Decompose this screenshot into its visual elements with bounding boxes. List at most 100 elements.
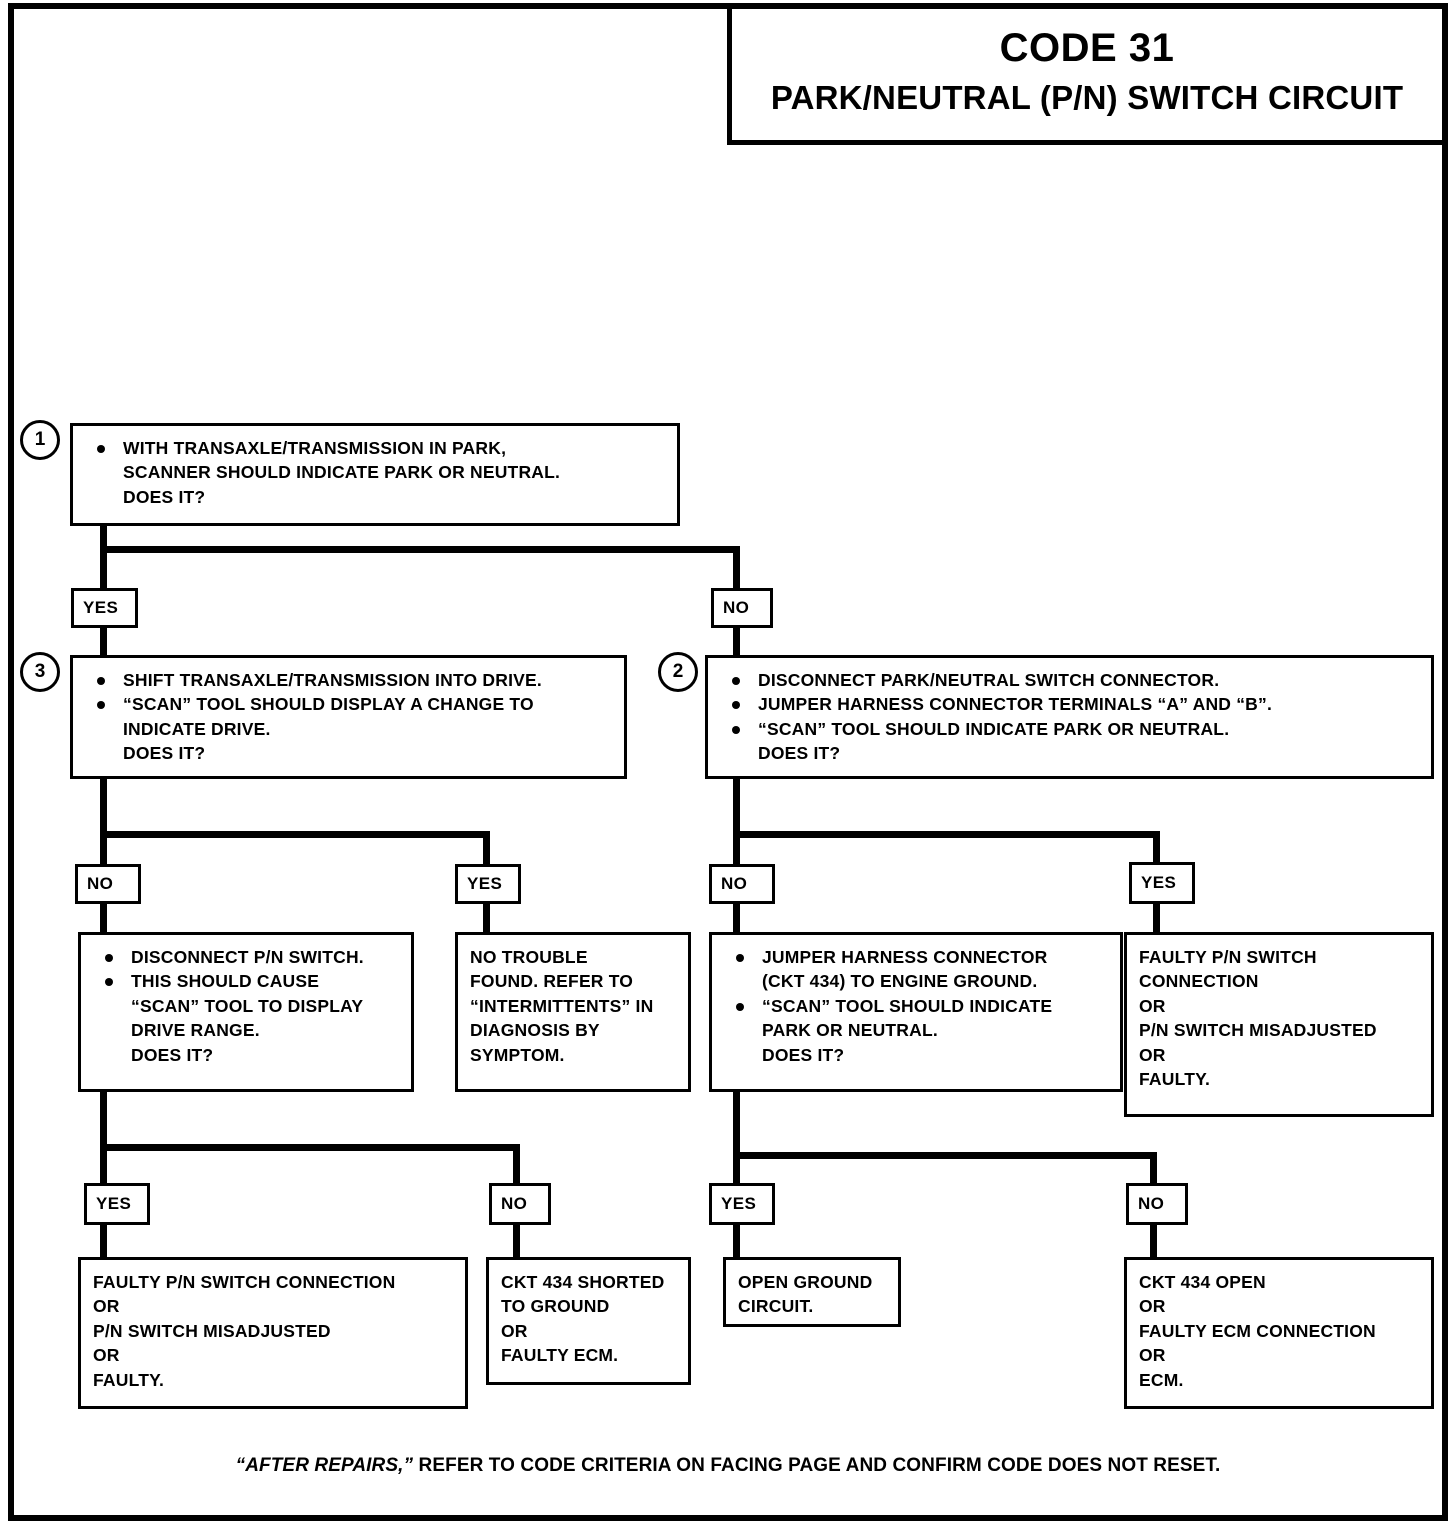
box-ckt434-open-line-5: ECM. <box>1139 1369 1184 1390</box>
box-faulty-pn-right-line-6: FAULTY. <box>1139 1069 1211 1090</box>
connector-step2-to-no <box>733 831 740 866</box>
box-jumper-ground-line-2: (CKT 434) TO ENGINE GROUND. <box>762 971 1038 992</box>
connector-step3-to-yes <box>483 831 490 866</box>
footer-note: “AFTER REPAIRS,” REFER TO CODE CRITERIA … <box>0 1455 1456 1477</box>
connector-jumper-to-no <box>1150 1152 1157 1184</box>
box-disconnect-pn-line-3: “SCAN” TOOL TO DISPLAY <box>131 995 364 1016</box>
connector-jumper-to-yes <box>733 1152 740 1184</box>
branch-label-step3-no: NO <box>75 864 141 904</box>
box-disconnect-pn-line-2: THIS SHOULD CAUSE <box>93 970 401 993</box>
connector-step1-bar <box>100 546 740 553</box>
connector-disconnect-bar <box>100 1144 520 1151</box>
box-faulty-pn-switch-left: FAULTY P/N SWITCH CONNECTION OR P/N SWIT… <box>78 1257 468 1409</box>
box-disconnect-pn-line-4: DRIVE RANGE. <box>131 1020 260 1041</box>
connector-step1-to-no <box>733 546 740 590</box>
box-jumper-ground-line-3: “SCAN” TOOL SHOULD INDICATE <box>724 995 1110 1018</box>
box-ckt434-open-line-3: FAULTY ECM CONNECTION <box>1139 1320 1376 1341</box>
box-open-ground-line-2: CIRCUIT. <box>738 1296 814 1317</box>
box-ckt434-open-line-1: CKT 434 OPEN <box>1139 1272 1266 1292</box>
branch-label-disconnect-yes: YES <box>84 1183 150 1225</box>
footer-note-rest: REFER TO CODE CRITERIA ON FACING PAGE AN… <box>413 1455 1221 1476</box>
title-block: CODE 31 PARK/NEUTRAL (P/N) SWITCH CIRCUI… <box>727 3 1442 145</box>
box-step-2-line-4: DOES IT? <box>758 743 841 764</box>
box-no-trouble-line-5: SYMPTOM. <box>470 1044 565 1065</box>
step-marker-1: 1 <box>20 420 60 460</box>
box-faulty-pn-right-line-4: P/N SWITCH MISADJUSTED <box>1139 1020 1377 1041</box>
box-faulty-pn-right-line-5: OR <box>1139 1044 1166 1065</box>
box-step-1-line-3: DOES IT? <box>123 486 206 507</box>
box-ckt434-shorted-line-1: CKT 434 SHORTED <box>501 1272 665 1292</box>
box-no-trouble-line-3: “INTERMITTENTS” IN <box>470 995 654 1016</box>
box-faulty-pn-left-line-3: P/N SWITCH MISADJUSTED <box>93 1320 331 1341</box>
connector-jumper-stem <box>733 1092 740 1152</box>
branch-label-disconnect-no: NO <box>489 1183 551 1225</box>
box-step-3-line-3: INDICATE DRIVE. <box>123 718 271 739</box>
connector-no-to-step2 <box>733 626 740 658</box>
connector-disconnect-no-down <box>513 1223 520 1259</box>
connector-disconnect-yes-down <box>100 1223 107 1259</box>
box-step-3-line-1: SHIFT TRANSAXLE/TRANSMISSION INTO DRIVE. <box>85 669 614 692</box>
footer-note-emphasis: “AFTER REPAIRS,” <box>235 1455 414 1476</box>
connector-jumper-bar <box>733 1152 1157 1159</box>
box-faulty-pn-switch-right: FAULTY P/N SWITCH CONNECTION OR P/N SWIT… <box>1124 932 1434 1117</box>
connector-step3-bar <box>100 831 490 838</box>
connector-step3-yes-down <box>483 902 490 934</box>
box-ckt434-shorted-line-4: FAULTY ECM. <box>501 1345 619 1366</box>
branch-label-step1-yes: YES <box>71 588 138 628</box>
box-ckt434-open: CKT 434 OPEN OR FAULTY ECM CONNECTION OR… <box>1124 1257 1434 1409</box>
box-faulty-pn-right-line-3: OR <box>1139 995 1166 1016</box>
connector-disconnect-to-yes <box>100 1144 107 1184</box>
page-title-subtitle: PARK/NEUTRAL (P/N) SWITCH CIRCUIT <box>770 79 1404 116</box>
box-open-ground-circuit: OPEN GROUND CIRCUIT. <box>723 1257 901 1327</box>
box-step-1-line-2: SCANNER SHOULD INDICATE PARK OR NEUTRAL. <box>123 462 561 483</box>
connector-step3-to-no <box>100 831 107 866</box>
branch-label-step2-no: NO <box>709 864 775 904</box>
connector-yes-to-step3 <box>100 626 107 658</box>
connector-jumper-yes-down <box>733 1223 740 1259</box>
box-no-trouble-found: NO TROUBLE FOUND. REFER TO “INTERMITTENT… <box>455 932 691 1092</box>
box-disconnect-pn-line-1: DISCONNECT P/N SWITCH. <box>93 946 401 969</box>
connector-step3-left-drop <box>100 779 107 831</box>
box-jumper-ground-line-4: PARK OR NEUTRAL. <box>762 1020 938 1041</box>
connector-step1-to-yes <box>100 546 107 590</box>
box-faulty-pn-left-line-2: OR <box>93 1296 120 1317</box>
box-faulty-pn-left-line-1: FAULTY P/N SWITCH CONNECTION <box>93 1272 396 1292</box>
connector-step3-no-down <box>100 902 107 934</box>
box-jumper-ground-line-5: DOES IT? <box>762 1044 845 1065</box>
box-faulty-pn-right-line-2: CONNECTION <box>1139 971 1259 992</box>
box-ckt434-shorted-line-2: TO GROUND <box>501 1296 610 1317</box>
box-step-2-line-3: “SCAN” TOOL SHOULD INDICATE PARK OR NEUT… <box>720 718 1421 741</box>
box-jumper-harness-ground: JUMPER HARNESS CONNECTOR (CKT 434) TO EN… <box>709 932 1123 1092</box>
box-open-ground-line-1: OPEN GROUND <box>738 1272 873 1292</box>
box-no-trouble-line-2: FOUND. REFER TO <box>470 971 634 992</box>
connector-step2-bar <box>733 831 1160 838</box>
connector-jumper-no-down <box>1150 1223 1157 1259</box>
step-marker-3: 3 <box>20 652 60 692</box>
box-ckt434-open-line-4: OR <box>1139 1345 1166 1366</box>
connector-disconnect-to-no <box>513 1144 520 1184</box>
connector-step1-stem <box>100 526 107 552</box>
box-ckt434-shorted: CKT 434 SHORTED TO GROUND OR FAULTY ECM. <box>486 1257 691 1385</box>
branch-label-step2-yes: YES <box>1129 862 1195 904</box>
branch-label-step3-yes: YES <box>455 864 521 904</box>
connector-disconnect-stem <box>100 1092 107 1144</box>
box-no-trouble-line-4: DIAGNOSIS BY <box>470 1020 600 1041</box>
box-step-3-line-2: “SCAN” TOOL SHOULD DISPLAY A CHANGE TO <box>85 693 614 716</box>
connector-step2-to-yes <box>1153 831 1160 866</box>
branch-label-jumper-yes: YES <box>709 1183 775 1225</box>
box-ckt434-open-line-2: OR <box>1139 1296 1166 1317</box>
box-ckt434-shorted-line-3: OR <box>501 1320 528 1341</box>
box-step-2-line-1: DISCONNECT PARK/NEUTRAL SWITCH CONNECTOR… <box>720 669 1421 692</box>
box-step-2: DISCONNECT PARK/NEUTRAL SWITCH CONNECTOR… <box>705 655 1434 779</box>
box-faulty-pn-left-line-4: OR <box>93 1345 120 1366</box>
connector-step2-no-down <box>733 902 740 934</box>
box-faulty-pn-right-line-1: FAULTY P/N SWITCH <box>1139 947 1317 967</box>
box-disconnect-pn-line-5: DOES IT? <box>131 1044 214 1065</box>
box-no-trouble-line-1: NO TROUBLE <box>470 947 588 967</box>
box-step-1: WITH TRANSAXLE/TRANSMISSION IN PARK, SCA… <box>70 423 680 526</box>
connector-step2-stem <box>733 779 740 831</box>
branch-label-step1-no: NO <box>711 588 773 628</box>
step-marker-2: 2 <box>658 652 698 692</box>
branch-label-jumper-no: NO <box>1126 1183 1188 1225</box>
